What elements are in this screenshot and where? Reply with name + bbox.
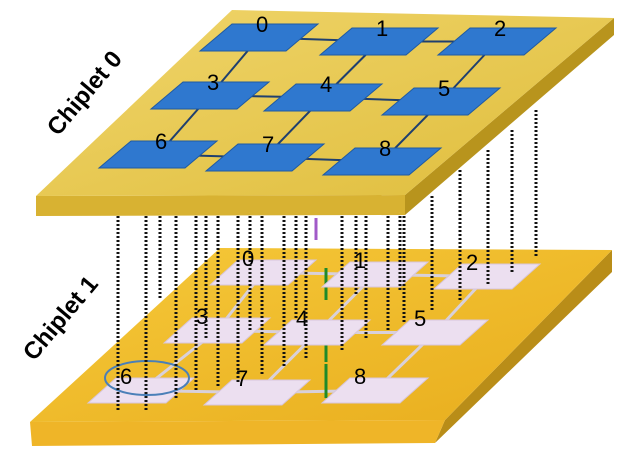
- chiplet-1-router-node: 6: [86, 364, 196, 404]
- chiplet-0-router-node: 3: [149, 70, 271, 110]
- chiplet-1-router-node: 8: [320, 364, 430, 404]
- router-node-tile: [202, 379, 312, 406]
- chiplet-1-router-node: 5: [380, 306, 490, 346]
- router-node-tile: [321, 147, 443, 176]
- inter-chiplet-vias: [116, 110, 538, 412]
- router-node-tile: [198, 23, 320, 52]
- router-node-tile: [204, 143, 326, 172]
- chiplet-1-router-node: 3: [162, 304, 272, 344]
- router-node-label: 8: [354, 364, 366, 389]
- router-node-label: 4: [320, 72, 332, 97]
- chiplet-0: 0 1 2 3 4 5 6 7 8: [36, 10, 614, 216]
- chiplet-0-router-node: 5: [380, 76, 502, 116]
- router-node-label: 1: [354, 248, 366, 273]
- router-node-label: 3: [207, 70, 219, 95]
- router-node-label: 6: [155, 129, 167, 154]
- router-node-label: 2: [466, 250, 478, 275]
- router-node-tile: [380, 87, 502, 116]
- chiplet-1-router-node: 7: [202, 366, 312, 406]
- router-node-label: 0: [256, 12, 268, 37]
- router-node-label: 8: [379, 136, 391, 161]
- chiplet-0-router-node: 8: [321, 136, 443, 176]
- router-node-label: 0: [242, 246, 254, 271]
- chiplet-0-front-face: [36, 195, 405, 216]
- chiplet-0-router-node: 7: [204, 132, 326, 172]
- router-node-tile: [162, 317, 272, 344]
- router-node-tile: [262, 83, 384, 112]
- chiplet-0-nodes: 0 1 2 3 4 5 6 7 8: [97, 12, 558, 176]
- router-node-label: 1: [376, 16, 388, 41]
- router-node-label: 2: [494, 16, 506, 41]
- chiplet-0-router-node: 6: [97, 129, 219, 169]
- chiplet-1-label: Chiplet 1: [18, 271, 104, 366]
- router-node-tile: [318, 27, 440, 56]
- router-node-tile: [320, 377, 430, 404]
- chiplet-0-router-node: 2: [436, 16, 558, 56]
- chiplet-0-router-node: 4: [262, 72, 384, 112]
- router-node-tile: [97, 140, 219, 169]
- router-node-label: 7: [262, 132, 274, 157]
- router-node-tile: [86, 377, 196, 404]
- chiplet-0-side-face: [405, 18, 614, 215]
- chiplet-0-router-node: 0: [198, 12, 320, 52]
- router-node-label: 6: [120, 364, 132, 389]
- router-node-tile: [380, 319, 490, 346]
- chiplet-0-router-node: 1: [318, 16, 440, 56]
- router-node-label: 3: [196, 304, 208, 329]
- chiplet-1-front-face: [30, 420, 445, 446]
- router-node-label: 5: [414, 306, 426, 331]
- router-node-label: 5: [438, 76, 450, 101]
- chiplet-1-side-face: [435, 250, 612, 443]
- router-node-tile: [436, 27, 558, 56]
- router-node-tile: [149, 81, 271, 110]
